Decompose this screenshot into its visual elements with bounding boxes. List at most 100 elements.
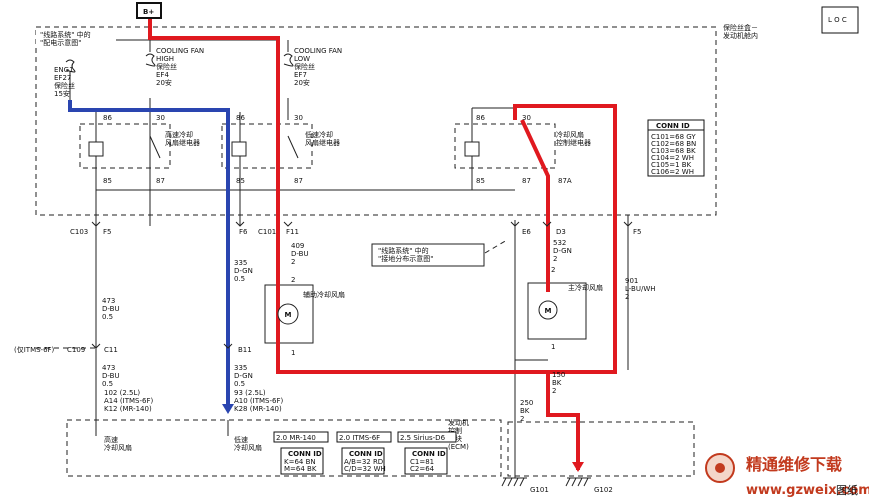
conn-id-row: C103=68 BK — [651, 147, 696, 155]
connector-tick — [623, 221, 633, 227]
fuse-eng1-symbol — [65, 59, 76, 73]
ground-hatch — [583, 477, 589, 487]
red-power-wire-loop — [513, 104, 617, 374]
text-line: 风扇继电器 — [305, 138, 340, 147]
aux-fan-label: 辅助冷却风扇 — [303, 290, 345, 299]
pin-label: 87 — [522, 177, 531, 185]
text-line: A10 (ITMS-6F) — [234, 397, 283, 405]
text-line: 335 — [234, 364, 247, 372]
ground-hatch — [519, 477, 525, 487]
text-line: K12 (MR-140) — [104, 405, 152, 413]
text-line: 风扇继电器 — [165, 138, 200, 147]
text-line: BK — [552, 379, 562, 387]
conn-id-row: C105=1 BK — [651, 161, 692, 169]
text-line: 250 — [520, 399, 533, 407]
ground-hatch — [501, 477, 507, 487]
variant-label: 2.0 MR-140 — [276, 434, 316, 442]
connector-c109: C109 — [67, 346, 85, 354]
ecm-pin-right: 93 (2.5L)A10 (ITMS-6F)K28 (MR-140) — [234, 389, 283, 413]
conn-id-row: C102=68 BN — [651, 140, 696, 148]
text-line: 控制继电器 — [556, 138, 591, 147]
pin-label: 30 — [156, 114, 165, 122]
text-line: 102 (2.5L) — [104, 389, 140, 397]
connector-f5-right: F5 — [633, 228, 641, 236]
conn-id-row: C106=2 WH — [651, 168, 694, 176]
variant-conn-row: M=64 BK — [284, 465, 317, 473]
connector-tick — [91, 343, 101, 349]
text-line: D-GN — [234, 372, 253, 380]
pin-label: 85 — [103, 177, 112, 185]
itms-note: (仅ITMS-6F) — [14, 345, 55, 354]
text-line: 93 (2.5L) — [234, 389, 266, 397]
text-line: 0.5 — [102, 313, 113, 321]
connector-d3: D3 — [556, 228, 566, 236]
power-system-note: "线路系统" 中的"配电示意图" — [40, 30, 91, 47]
conn-id-row: C104=2 WH — [651, 154, 694, 162]
text-line: 20安 — [156, 78, 172, 87]
text-line: 保险丝 — [156, 62, 177, 71]
pin-label: 30 — [522, 114, 531, 122]
text-line: D-BU — [291, 250, 309, 258]
relay-low-label: 低速冷却风扇继电器 — [305, 130, 340, 147]
pin-label: 87 — [294, 177, 303, 185]
pin-label: 30 — [294, 114, 303, 122]
connector-c103: C103 — [70, 228, 88, 236]
main-fan-motor-box — [527, 282, 587, 340]
text-line: (ECM) — [448, 443, 469, 451]
watermark: 精通维修下载 www.gzweix.com 图纸 — [705, 453, 869, 498]
text-line: "线路系统" 中的 — [378, 246, 429, 255]
text-line: COOLING FAN — [156, 47, 204, 55]
text-line: D-BU — [102, 372, 120, 380]
text-line: 高速冷却 — [165, 130, 193, 139]
variant-conn-title: CONN ID — [288, 450, 322, 458]
ground-hatch — [577, 477, 583, 487]
text-line: 409 — [291, 242, 304, 250]
text-line: 0.5 — [234, 275, 245, 283]
connector-tick — [223, 343, 233, 349]
aux-fan-pin1: 1 — [291, 349, 295, 357]
text-line: 2 — [291, 258, 295, 266]
pin-label: 86 — [236, 114, 245, 122]
text-line: 0.5 — [234, 380, 245, 388]
conn-id-box — [647, 119, 705, 177]
red-power-wire-relay — [520, 119, 550, 292]
text-line: 2 — [553, 255, 557, 263]
fuse-box-title-text: 保险丝盒－发动机舱内 — [723, 23, 758, 40]
variant-conn-box — [404, 447, 448, 475]
main-fan-pin2: 2 — [551, 266, 555, 274]
text-line: A14 (ITMS-6F) — [104, 397, 153, 405]
text-line: 20安 — [294, 78, 310, 87]
text-line: D-BU — [102, 305, 120, 313]
red-wire-arrow — [572, 462, 584, 472]
text-line: 保险丝 — [54, 81, 75, 90]
connector-f11: F11 — [286, 228, 299, 236]
aux-motor-m: M — [285, 311, 292, 319]
ground-hatch — [507, 477, 513, 487]
connector-tick — [510, 221, 520, 227]
relay-high-label: 高速冷却风扇继电器 — [165, 130, 200, 147]
connector-e6: E6 — [522, 228, 531, 236]
connector-tick — [235, 221, 245, 227]
text-line: D-GN — [234, 267, 253, 275]
text-line: 2 — [520, 415, 524, 423]
text-line: 发动机 — [448, 418, 469, 427]
watermark-url: www.gzweix.com — [746, 483, 869, 498]
text-line: "线路系统" 中的 — [40, 30, 91, 39]
variant-box — [397, 431, 457, 443]
text-line: 532 — [553, 239, 566, 247]
aux-fan-motor-icon — [277, 303, 299, 325]
connector-tick — [542, 221, 552, 227]
variant-conn-box — [280, 447, 324, 475]
ground-hatch — [571, 477, 577, 487]
variant-conn-box — [341, 447, 385, 475]
power-note-bg — [36, 28, 116, 48]
